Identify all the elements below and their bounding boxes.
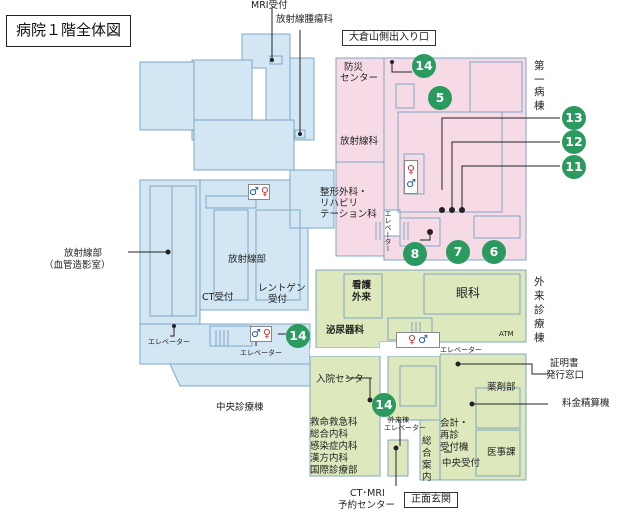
elevator-east-label: エレベーター bbox=[440, 346, 482, 354]
green-zone bbox=[309, 269, 527, 481]
ophthalmology-label: 眼科 bbox=[456, 286, 481, 300]
main-entrance-label: 正面玄関 bbox=[404, 492, 458, 508]
restroom-icon: ♀ ♂ bbox=[404, 160, 418, 194]
outpatient-elevator-label-2: エレベーター bbox=[384, 424, 426, 432]
leader-lines bbox=[128, 8, 560, 486]
certificate-label-1: 証明書 bbox=[550, 358, 579, 369]
pink-zone bbox=[335, 57, 527, 261]
central-wing-label: 中央診療棟 bbox=[216, 402, 264, 413]
accounting-label-2: 再診 bbox=[440, 430, 460, 441]
certificate-label-2: 発行窓口 bbox=[546, 370, 585, 381]
orthopedics-label-3: テーション科 bbox=[320, 209, 377, 220]
admission-center-label: 入院センター bbox=[316, 374, 374, 385]
marker-badge: 6 bbox=[482, 240, 506, 264]
outpatient-label-3: 診 bbox=[534, 304, 545, 316]
accounting-label-1: 会計・ bbox=[440, 418, 469, 429]
male-restroom-icon: ♂ bbox=[418, 333, 428, 346]
pharmacy-label: 薬剤部 bbox=[487, 382, 516, 393]
marker-badge: 12 bbox=[562, 130, 586, 154]
nursing-outpatient-label-2: 外来 bbox=[352, 292, 372, 303]
female-restroom-icon: ♀ bbox=[262, 327, 271, 340]
information-label-1: 総 bbox=[422, 436, 432, 447]
marker-badge: 14 bbox=[372, 393, 396, 417]
radiology-angio-label-1: 放射線部 bbox=[64, 248, 103, 259]
marker-badge: 5 bbox=[428, 86, 452, 110]
payment-label: 料金精算機 bbox=[562, 398, 610, 409]
ward-label-3: 病 bbox=[534, 86, 545, 98]
emergency-label-2: 総合内科 bbox=[310, 429, 349, 440]
female-restroom-icon: ♀ bbox=[260, 185, 269, 198]
page-title: 病院１階全体図 bbox=[6, 15, 131, 47]
outpatient-label-2: 来 bbox=[534, 290, 545, 302]
restroom-icon: ♂ ♀ bbox=[250, 326, 272, 342]
male-restroom-icon: ♂ bbox=[249, 185, 259, 198]
disaster-center-label-2: センター bbox=[340, 73, 379, 84]
ward-label-1: 第 bbox=[534, 60, 545, 72]
restroom-icon: ♂ ♀ bbox=[248, 184, 270, 200]
outpatient-label-4: 療 bbox=[534, 318, 545, 330]
outpatient-label-1: 外 bbox=[534, 276, 545, 288]
nursing-outpatient-label-1: 看護 bbox=[352, 280, 372, 291]
radiation-oncology-label: 放射線腫瘍科 bbox=[276, 14, 334, 25]
ward-label-2: 一 bbox=[534, 74, 545, 86]
restroom-icon: ♀ ♂ bbox=[396, 332, 440, 348]
radiology-dept-label: 放射線科 bbox=[340, 136, 379, 147]
outpatient-elevator-label-1: 外来棟 bbox=[388, 416, 409, 424]
north-entrance-label: 大倉山側出入り口 bbox=[342, 30, 436, 46]
elevator-west-label: エレベーター bbox=[148, 338, 190, 346]
disaster-center-label-1: 防災 bbox=[344, 62, 364, 73]
marker-badge: 7 bbox=[446, 240, 470, 264]
ct-reception-label: CT受付 bbox=[202, 292, 234, 303]
outpatient-label-5: 棟 bbox=[534, 332, 545, 344]
information-label-4: 内 bbox=[422, 472, 432, 483]
central-reception-label: 中央受付 bbox=[442, 458, 481, 469]
accounting-label-3: 受付機 bbox=[440, 442, 469, 453]
xray-label-1: レントゲン bbox=[258, 283, 306, 294]
elevator-vertical-label: エレベーター bbox=[384, 210, 392, 252]
marker-badge: 8 bbox=[403, 242, 427, 266]
urology-label: 泌尿器科 bbox=[326, 325, 365, 336]
mri-reception-label: MRI受付 bbox=[251, 0, 288, 11]
ct-mri-booking-label-1: CT･MRI bbox=[350, 488, 385, 499]
atm-label: ATM bbox=[499, 330, 514, 338]
elevator-central-label: エレベーター bbox=[240, 349, 282, 357]
marker-badge: 13 bbox=[562, 106, 586, 130]
female-restroom-icon: ♀ bbox=[408, 333, 417, 346]
emergency-label-1: 救命救急科 bbox=[310, 417, 358, 428]
emergency-label-3: 感染症内科 bbox=[310, 441, 358, 452]
xray-label-2: 受付 bbox=[268, 294, 288, 305]
orthopedics-label-1: 整形外科・ bbox=[320, 187, 368, 198]
emergency-label-5: 国際診療部 bbox=[310, 465, 358, 476]
orthopedics-label-2: リハビリ bbox=[320, 198, 359, 209]
male-restroom-icon: ♂ bbox=[406, 177, 416, 190]
radiology-angio-label-2: （血管造影室） bbox=[44, 260, 111, 271]
emergency-label-4: 漢方内科 bbox=[310, 453, 349, 464]
marker-badge: 11 bbox=[562, 155, 586, 179]
information-label-2: 合 bbox=[422, 448, 432, 459]
ward-label-4: 棟 bbox=[534, 100, 545, 112]
marker-badge: 14 bbox=[412, 54, 436, 78]
male-restroom-icon: ♂ bbox=[251, 327, 261, 340]
information-label-3: 案 bbox=[422, 460, 432, 471]
ct-mri-booking-label-2: 予約センター bbox=[338, 500, 396, 511]
medical-affairs-label: 医事課 bbox=[487, 447, 516, 458]
marker-badge: 14 bbox=[286, 324, 310, 348]
radiology-center-label: 放射線部 bbox=[228, 254, 267, 265]
female-restroom-icon: ♀ bbox=[406, 163, 416, 176]
